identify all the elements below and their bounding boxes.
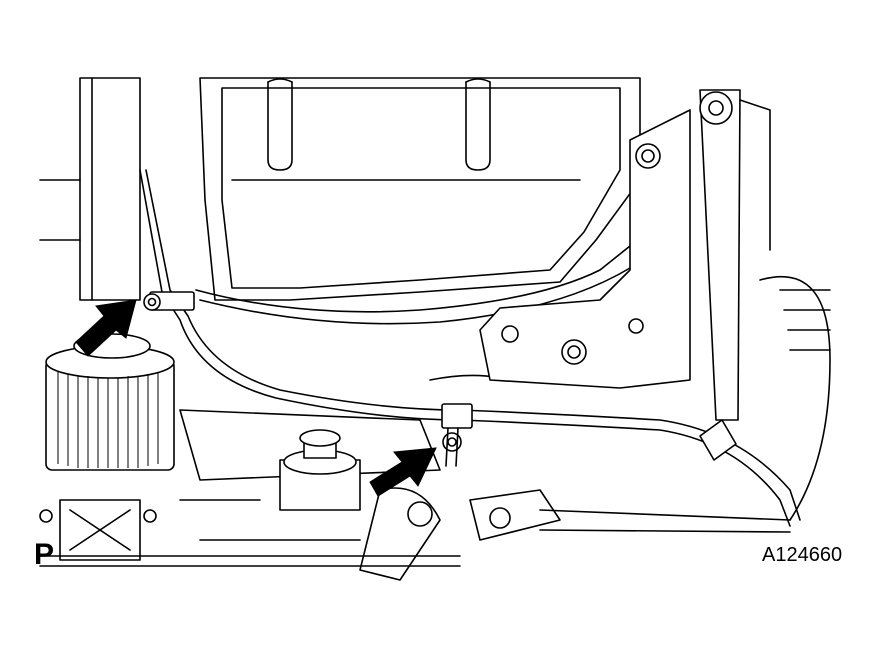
crossmember bbox=[39, 499, 461, 567]
lower-center-clamp bbox=[441, 403, 473, 467]
tire bbox=[759, 275, 831, 521]
figure-id-label: A124660 bbox=[762, 544, 843, 566]
right-clamp bbox=[699, 419, 737, 461]
lower-arms bbox=[179, 409, 791, 581]
view-code-label: P bbox=[34, 538, 55, 571]
arrow-upper-left-clamp bbox=[75, 299, 137, 357]
arrow-lower-center-clamp bbox=[369, 447, 437, 497]
stabilizer-link bbox=[699, 89, 771, 421]
left-strut bbox=[39, 77, 141, 301]
upper-left-clamp bbox=[143, 291, 195, 311]
oil-pan bbox=[195, 77, 651, 381]
mount-bracket bbox=[479, 109, 691, 389]
oil-filter bbox=[45, 333, 175, 471]
